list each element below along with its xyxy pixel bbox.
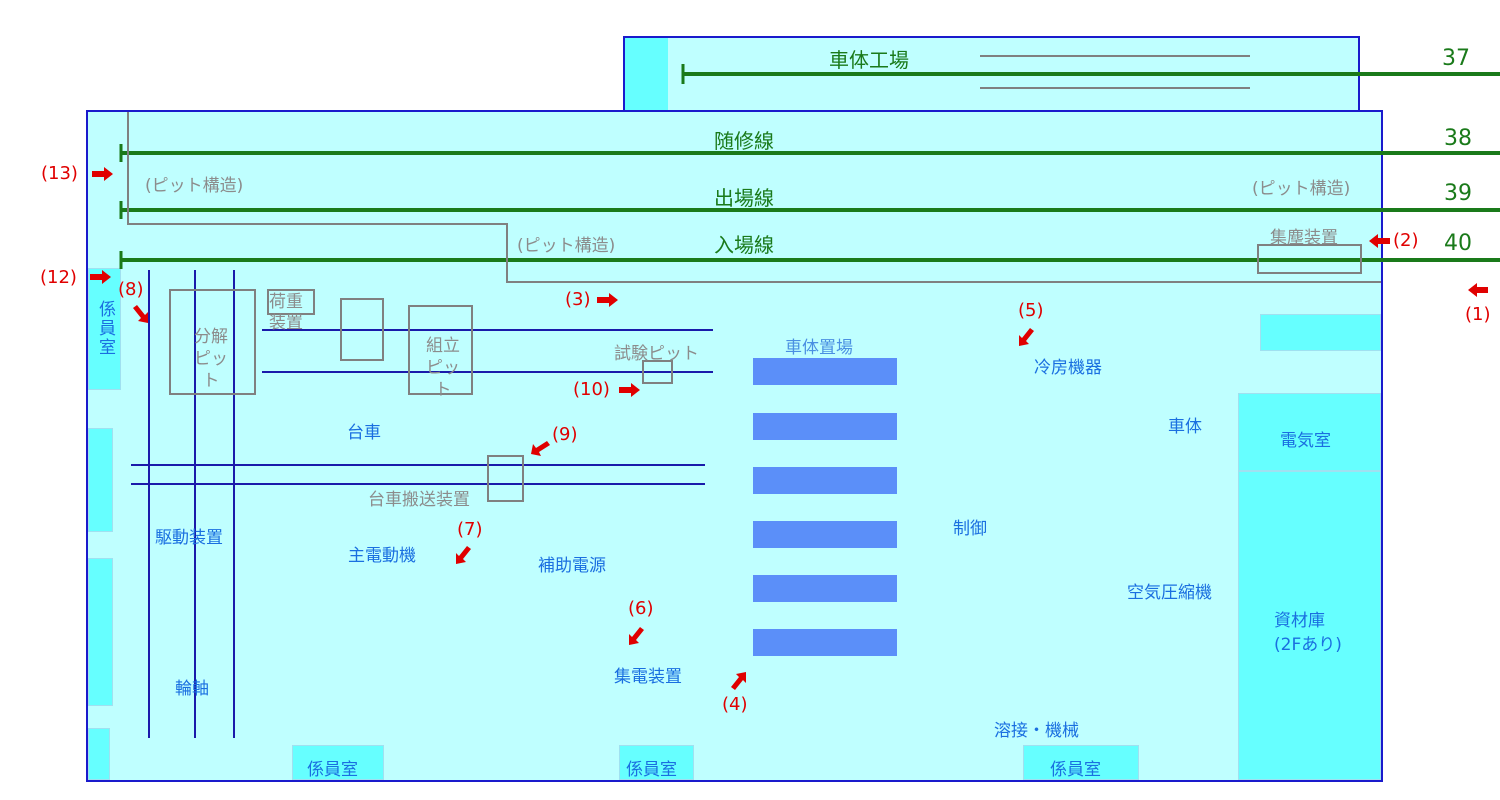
workshop-side-room bbox=[625, 38, 668, 112]
zone-control: 制御 bbox=[953, 519, 987, 539]
arrow-7-icon bbox=[456, 546, 471, 564]
zone-air-conditioner: 冷房機器 bbox=[1034, 358, 1102, 378]
workshop-title: 車体工場 bbox=[829, 48, 909, 72]
zone-bogie: 台車 bbox=[347, 423, 381, 443]
staff-room-bottom-2-label: 係員室 bbox=[626, 760, 677, 780]
storage-slot-6 bbox=[753, 629, 897, 656]
staff-room-bottom-1 bbox=[292, 745, 384, 780]
storage-slot-1 bbox=[753, 358, 897, 385]
marker-1: (1) bbox=[1465, 304, 1491, 325]
track-37-number: 37 bbox=[1442, 46, 1470, 71]
arrow-5-icon bbox=[1019, 328, 1034, 346]
arrow-10-icon bbox=[619, 383, 640, 397]
right-small-room bbox=[1260, 314, 1381, 351]
storage-slot-4 bbox=[753, 521, 897, 548]
track-40-name: 入場線 bbox=[714, 233, 774, 257]
marker-6: (6) bbox=[628, 598, 654, 619]
staff-room-left-label: 係員室 bbox=[95, 300, 115, 357]
storage-slot-3 bbox=[753, 467, 897, 494]
load-device-box bbox=[267, 289, 315, 315]
bogie-transfer-label: 台車搬送装置 bbox=[368, 490, 470, 510]
electric-room bbox=[1238, 393, 1381, 471]
marker-arrows bbox=[90, 167, 1488, 690]
lift-box bbox=[340, 298, 384, 361]
arrow-2-icon bbox=[1369, 234, 1390, 248]
marker-10: (10) bbox=[573, 379, 610, 400]
marker-8: (8) bbox=[118, 279, 144, 300]
marker-2: (2) bbox=[1393, 230, 1419, 251]
side-room-1 bbox=[88, 428, 113, 532]
zone-welding: 溶接・機械 bbox=[994, 721, 1079, 741]
marker-7: (7) bbox=[457, 519, 483, 540]
load-device-label: 荷重装置 bbox=[269, 292, 303, 333]
zone-body: 車体 bbox=[1168, 417, 1202, 437]
zone-main-motor: 主電動機 bbox=[348, 546, 416, 566]
track-39-number: 39 bbox=[1444, 181, 1472, 206]
assembly-pit-label: 組立ピット bbox=[426, 336, 460, 400]
warehouse-label-line2: (2Fあり) bbox=[1274, 635, 1342, 655]
zone-current-collector: 集電装置 bbox=[614, 667, 682, 687]
staff-room-bottom-2 bbox=[619, 745, 694, 780]
track-39-name: 出場線 bbox=[714, 186, 774, 210]
marker-3: (3) bbox=[565, 289, 591, 310]
marker-9: (9) bbox=[552, 424, 578, 445]
test-pit-label: 試験ピット bbox=[614, 344, 699, 364]
zone-aux-power: 補助電源 bbox=[538, 556, 606, 576]
warehouse-room bbox=[1238, 471, 1381, 780]
storage-slot-2 bbox=[753, 413, 897, 440]
arrow-8-icon bbox=[133, 305, 148, 323]
side-room-2 bbox=[88, 558, 113, 706]
staff-room-bottom-1-label: 係員室 bbox=[307, 760, 358, 780]
arrow-12-icon bbox=[90, 270, 111, 284]
arrow-3-icon bbox=[597, 293, 618, 307]
staff-room-bottom-3-label: 係員室 bbox=[1050, 760, 1101, 780]
side-room-3 bbox=[88, 728, 110, 780]
track-38-number: 38 bbox=[1444, 126, 1472, 151]
zone-wheelset: 輪軸 bbox=[175, 679, 209, 699]
assembly-pit-box bbox=[408, 305, 473, 395]
bogie-transfer-box bbox=[487, 455, 524, 502]
zone-drive-unit: 駆動装置 bbox=[155, 528, 223, 548]
marker-4: (4) bbox=[722, 694, 748, 715]
disassembly-pit-label: 分解ピット bbox=[194, 327, 228, 391]
track-38-name: 随修線 bbox=[714, 129, 774, 153]
disassembly-pit-box bbox=[169, 289, 256, 395]
zone-air-compressor: 空気圧縮機 bbox=[1127, 583, 1212, 603]
marker-13: (13) bbox=[41, 163, 78, 184]
pit-label-right: (ピット構造) bbox=[1252, 179, 1351, 199]
track-40-number: 40 bbox=[1444, 231, 1472, 256]
arrow-13-icon bbox=[92, 167, 113, 181]
marker-12: (12) bbox=[40, 267, 77, 288]
dust-collector-box bbox=[1257, 244, 1362, 274]
pit-label-middle: (ピット構造) bbox=[517, 236, 616, 256]
storage-slot-5 bbox=[753, 575, 897, 602]
warehouse-label-line1: 資材庫 bbox=[1274, 611, 1325, 631]
pit-outline bbox=[127, 112, 1381, 283]
zone-body-storage: 車体置場 bbox=[785, 338, 853, 358]
dust-collector-label: 集塵装置 bbox=[1270, 228, 1338, 248]
staff-room-left bbox=[88, 268, 121, 390]
arrow-1-icon bbox=[1468, 283, 1488, 297]
main-depot-building bbox=[86, 110, 1383, 782]
pit-label-left: (ピット構造) bbox=[145, 176, 244, 196]
electric-room-label: 電気室 bbox=[1280, 431, 1331, 451]
arrow-6-icon bbox=[629, 627, 644, 645]
marker-5: (5) bbox=[1018, 300, 1044, 321]
test-pit-box bbox=[642, 360, 673, 384]
arrow-9-icon bbox=[531, 441, 550, 456]
arrow-4-icon bbox=[731, 672, 746, 690]
staff-room-bottom-3 bbox=[1023, 745, 1139, 780]
